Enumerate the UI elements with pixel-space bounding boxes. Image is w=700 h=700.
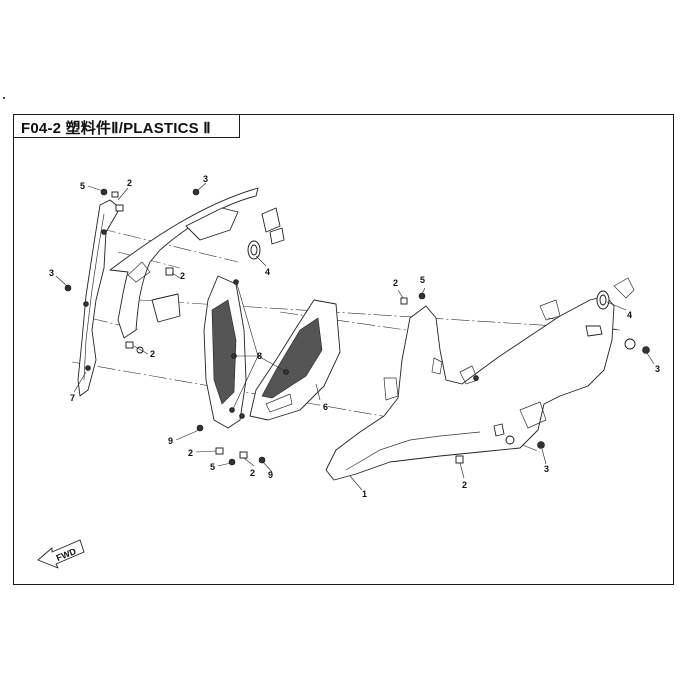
callout-3: 3 xyxy=(49,268,54,278)
callout-2: 2 xyxy=(150,349,155,359)
callout-labels: 5 2 3 4 3 2 2 7 8 6 9 2 5 2 9 2 5 4 3 3 … xyxy=(49,174,660,499)
part-7-left-panel xyxy=(77,199,121,397)
callout-2: 2 xyxy=(250,468,255,478)
part-8-center-panel xyxy=(203,275,247,429)
fasteners xyxy=(64,188,650,466)
callout-2: 2 xyxy=(188,448,193,458)
diagram-frame xyxy=(13,114,674,585)
callout-4: 4 xyxy=(627,310,632,320)
diagram-title: F04-2 塑料件Ⅱ/PLASTICS Ⅱ xyxy=(21,120,211,137)
callout-2: 2 xyxy=(462,480,467,490)
callout-6: 6 xyxy=(323,402,328,412)
callout-3: 3 xyxy=(655,364,660,374)
part-1-side-body-panel xyxy=(325,277,635,481)
leader-lines xyxy=(55,182,655,491)
callout-5: 5 xyxy=(80,181,85,191)
callout-3: 3 xyxy=(203,174,208,184)
part-4-grommets xyxy=(247,207,610,310)
callout-9: 9 xyxy=(268,470,273,480)
callout-8: 8 xyxy=(257,351,262,361)
front-cowl-upper xyxy=(109,187,259,339)
title-box xyxy=(13,114,240,138)
scan-mark xyxy=(3,97,5,99)
callout-2: 2 xyxy=(393,278,398,288)
callout-7: 7 xyxy=(70,393,75,403)
callout-1: 1 xyxy=(362,489,367,499)
callout-9: 9 xyxy=(168,436,173,446)
fwd-arrow[interactable]: FWD xyxy=(37,539,85,569)
callout-5: 5 xyxy=(420,275,425,285)
grille-mesh-left xyxy=(211,299,237,405)
callout-5: 5 xyxy=(210,462,215,472)
fwd-arrow-label: FWD xyxy=(55,546,78,563)
callout-3: 3 xyxy=(544,464,549,474)
callout-2: 2 xyxy=(180,271,185,281)
grille-mesh-right xyxy=(261,317,323,399)
callout-4: 4 xyxy=(265,267,270,277)
callout-2: 2 xyxy=(127,178,132,188)
